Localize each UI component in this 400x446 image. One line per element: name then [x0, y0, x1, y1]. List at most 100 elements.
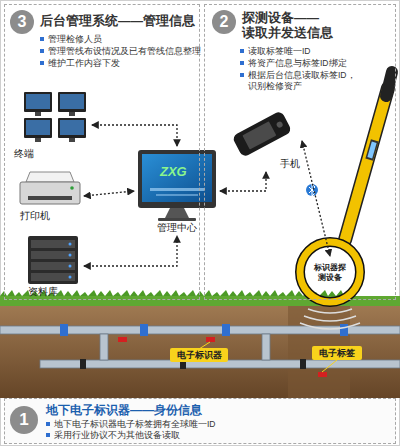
server-icon [69, 254, 72, 257]
node-label: 电子标识器 [170, 348, 228, 362]
signal-wave [300, 323, 360, 329]
detector-icon [386, 72, 392, 96]
detector-icon [300, 242, 360, 302]
server-icon [31, 240, 75, 248]
dotted-connector [84, 191, 134, 196]
marker-tag [118, 337, 127, 342]
terminal-icon [26, 94, 50, 109]
monitor-icon [142, 154, 212, 202]
detector-icon [300, 242, 360, 302]
terminal-icon [35, 112, 41, 116]
pipe-network [222, 324, 230, 336]
node-label: 管理中心 [134, 221, 220, 235]
node-label: 终端 [14, 147, 34, 161]
screen-logo: ZXG [160, 164, 187, 179]
terminal-icon [24, 92, 52, 116]
bullet-text: 将资产信息与标签ID绑定 [248, 58, 347, 69]
terminal-icon [60, 120, 84, 135]
dotted-connector [92, 125, 177, 146]
panel-box: 2探测设备——读取并发送信息读取标签唯一ID将资产信息与标签ID绑定根据后台信息… [204, 4, 396, 300]
monitor-icon [138, 150, 216, 221]
ground-section [0, 304, 400, 398]
terminal-icon [24, 118, 52, 142]
node-label: 电子标签 [312, 346, 362, 360]
detector-box: 标识器探测设备 [304, 256, 356, 290]
terminal-icon [26, 120, 50, 135]
panel-heading: 地下电子标识器——身份信息 [46, 402, 202, 419]
bullet-text: 读取标签唯一ID [248, 46, 311, 57]
printer-icon [70, 186, 74, 190]
ground-section [0, 290, 400, 398]
terminal-icon [69, 138, 75, 142]
terminal-icon [35, 138, 41, 142]
callout-number: 3 [10, 10, 34, 34]
pipe-network [262, 334, 270, 360]
node-label: 资料库 [28, 285, 58, 299]
marker-tag [318, 372, 327, 377]
detector-icon [367, 142, 376, 159]
bullet-text: 管理检修人员 [48, 34, 102, 45]
server-icon [31, 262, 75, 270]
bluetooth-icon [306, 184, 318, 196]
printer-icon [20, 182, 80, 204]
phone-icon [232, 110, 293, 157]
pipe-network [340, 324, 348, 336]
terminal-icon [24, 92, 86, 142]
leader-line [322, 360, 337, 372]
terminal-icon [60, 94, 84, 109]
node-label: 标识器探测设备 [313, 263, 347, 283]
detector-icon [300, 72, 392, 302]
bullet-text: 根据后台信息读取标签ID，识别检修资产 [248, 70, 388, 92]
signal-wave [304, 316, 356, 321]
server-icon [31, 251, 75, 259]
panel-heading: 后台管理系统——管理信息 [40, 13, 195, 30]
printer-icon [28, 196, 72, 200]
terminal-icon [24, 118, 52, 138]
database-box: 资料库 [22, 232, 84, 300]
terminal-icon [58, 118, 86, 142]
monitor-icon [165, 208, 189, 218]
bullet-text: 采用行业协议不为其他设备读取 [54, 430, 180, 441]
bullet-text: 维护工作内容下发 [48, 58, 120, 69]
terminal-box: 终端 [8, 88, 92, 162]
monitor-icon [138, 150, 216, 208]
detector-icon [345, 88, 388, 240]
phone-icon [276, 121, 284, 129]
monitor-icon [156, 194, 198, 196]
tag-box: 电子标签 [312, 346, 362, 360]
dotted-connector [220, 172, 266, 191]
pipe-network [80, 359, 86, 369]
phone-icon [232, 110, 293, 157]
bluetooth-icon [306, 184, 318, 196]
printer-icon [20, 172, 80, 204]
terminal-icon [24, 92, 52, 112]
terminal-icon [58, 118, 86, 138]
terminal-icon [69, 112, 75, 116]
signal-wave [300, 309, 360, 329]
server-icon [31, 273, 75, 281]
panel-box: 3 后台管理系统——管理信息管理检修人员管理管线布设情况及已有管线信息整理维护工作… [4, 4, 200, 300]
monitor-icon [150, 188, 204, 191]
node-label: 打印机 [20, 209, 50, 223]
detector-icon [345, 88, 388, 240]
monitor-box: 管理中心 [134, 146, 220, 236]
server-icon [69, 243, 72, 246]
marker-tag [118, 337, 327, 377]
monitor-icon [158, 218, 196, 221]
server-icon [28, 236, 78, 284]
tag-box: 电子标识器 [170, 348, 228, 362]
pipe-network [100, 334, 108, 360]
detector-icon [365, 139, 378, 160]
pipe-network [0, 324, 400, 369]
detector-icon [365, 139, 378, 160]
panel-box: 1地下电子标识器——身份信息地下电子标识器电子标签拥有全球唯一ID采用行业协议不… [4, 398, 396, 444]
node-label: 手机 [280, 158, 300, 171]
bullet-text: 管理管线布设情况及已有管线信息整理 [48, 46, 201, 57]
bluetooth-icon [309, 184, 315, 196]
printer-box: 打印机 [16, 168, 84, 224]
terminal-icon [58, 92, 86, 112]
server-icon [28, 236, 78, 284]
